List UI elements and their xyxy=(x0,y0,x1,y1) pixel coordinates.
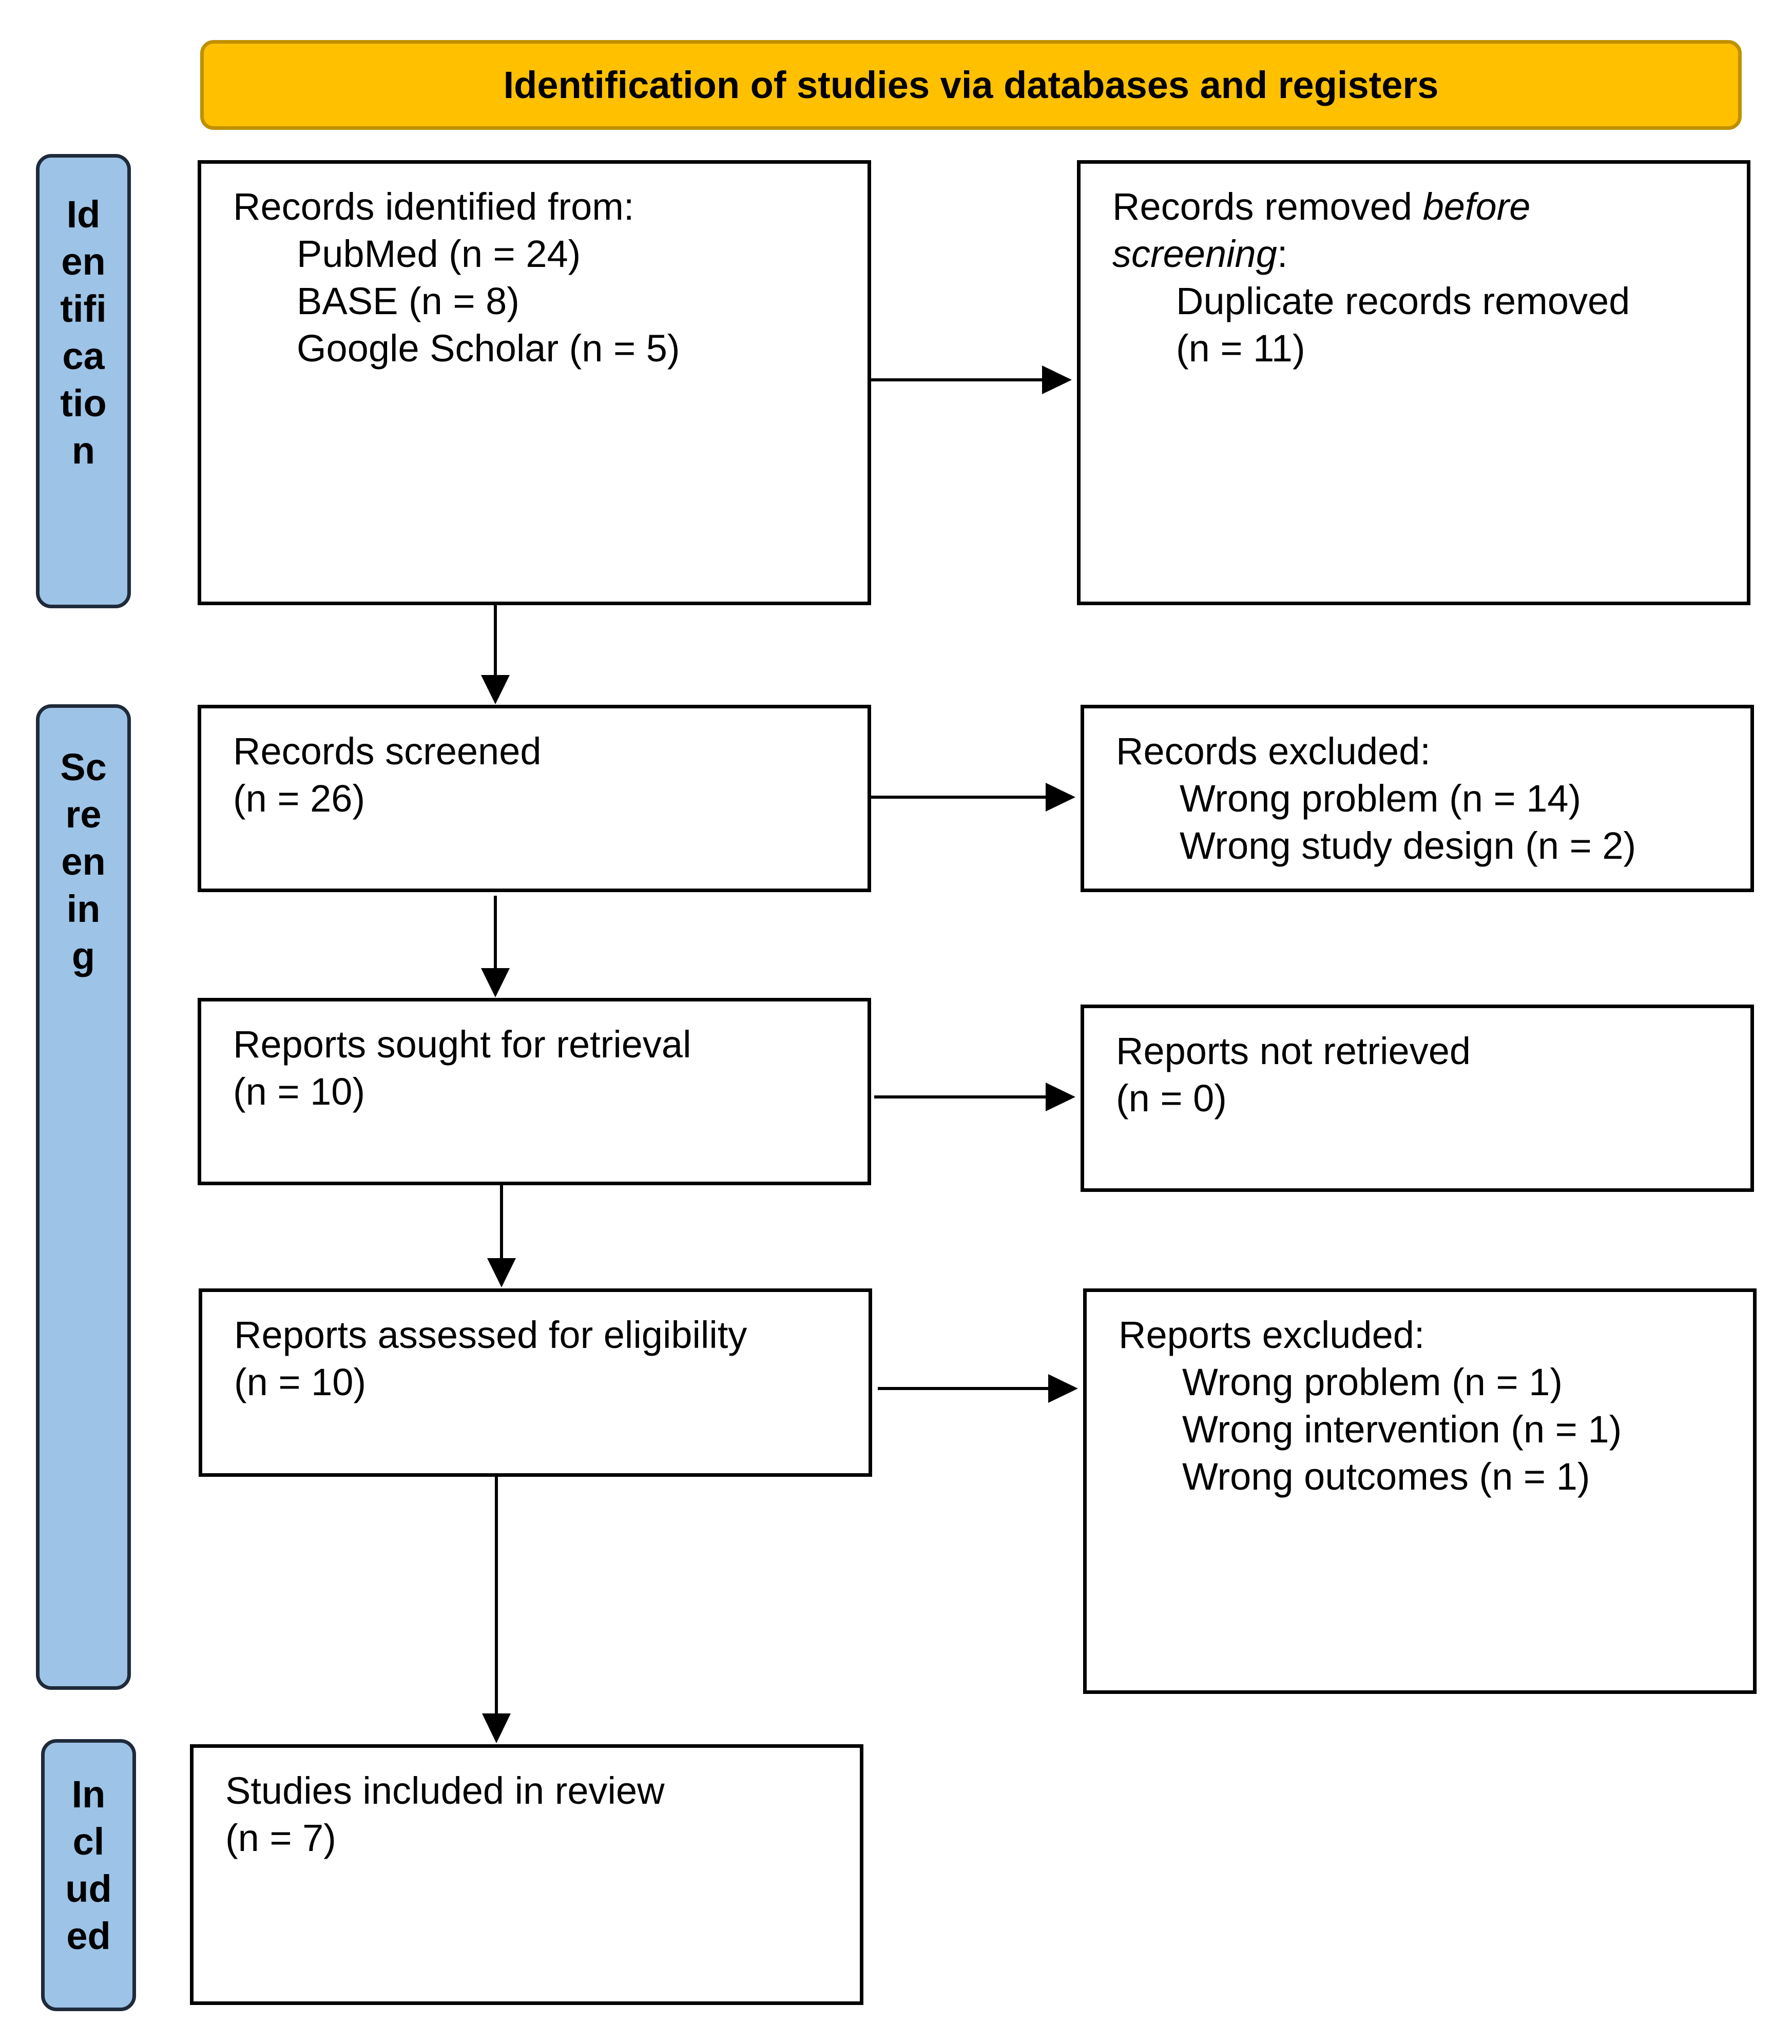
reports-excluded-wrong-outcomes: Wrong outcomes (n = 1) xyxy=(1182,1455,1590,1498)
records-removed-heading-2: screening: xyxy=(1112,230,1747,278)
header-title: Identification of studies via databases … xyxy=(503,64,1439,106)
records-removed-italic-before: before xyxy=(1422,185,1531,228)
phase-identification-part: en xyxy=(61,240,106,283)
phase-identification-part: Id xyxy=(66,193,101,236)
phase-screening-part: Sc xyxy=(60,746,107,788)
reports-sought-box: Reports sought for retrieval (n = 10) xyxy=(198,998,871,1185)
arrow-to-reports-sought xyxy=(481,896,510,997)
phase-identification-part: tifi xyxy=(60,287,107,330)
records-excluded-wrong-design: Wrong study design (n = 2) xyxy=(1180,824,1636,867)
phase-identification-part: tio xyxy=(60,382,107,425)
source-base: BASE (n = 8) xyxy=(297,280,519,322)
records-excluded-box: Records excluded: Wrong problem (n = 14)… xyxy=(1081,705,1754,892)
phase-screening: Sc re en in g xyxy=(36,704,131,1690)
header-banner: Identification of studies via databases … xyxy=(200,40,1742,130)
studies-included-label: Studies included in review xyxy=(225,1769,665,1812)
records-identified-heading: Records identified from: xyxy=(233,185,634,228)
reports-assessed-box: Reports assessed for eligibility (n = 10… xyxy=(199,1288,872,1477)
arrow-to-records-removed xyxy=(871,365,1072,394)
reports-excluded-wrong-intervention: Wrong intervention (n = 1) xyxy=(1182,1408,1622,1451)
arrow-to-reports-not-retrieved xyxy=(874,1083,1075,1111)
phase-included-part: cl xyxy=(72,1820,105,1863)
arrow-to-records-screened xyxy=(481,605,510,704)
phase-screening-part: re xyxy=(65,793,102,836)
reports-not-retrieved-label: Reports not retrieved xyxy=(1116,1030,1471,1072)
reports-not-retrieved-count: (n = 0) xyxy=(1116,1077,1227,1120)
records-removed-heading: Records removed before xyxy=(1112,183,1747,230)
records-removed-prefix: Records removed xyxy=(1112,185,1423,228)
records-removed-suffix: : xyxy=(1277,233,1288,275)
records-excluded-wrong-problem: Wrong problem (n = 14) xyxy=(1180,777,1582,820)
reports-excluded-heading: Reports excluded: xyxy=(1119,1314,1425,1356)
reports-assessed-count: (n = 10) xyxy=(234,1361,367,1403)
reports-assessed-label: Reports assessed for eligibility xyxy=(234,1314,747,1356)
phase-included-part: ed xyxy=(66,1915,111,1957)
phase-screening-part: in xyxy=(66,888,101,930)
duplicate-records-label: Duplicate records removed xyxy=(1176,280,1630,322)
records-screened-box: Records screened (n = 26) xyxy=(198,705,871,892)
arrow-to-reports-excluded xyxy=(878,1374,1078,1403)
arrow-to-studies-included xyxy=(482,1477,511,1743)
reports-excluded-wrong-problem: Wrong problem (n = 1) xyxy=(1182,1361,1563,1403)
records-identified-box: Records identified from: PubMed (n = 24)… xyxy=(198,160,871,605)
records-screened-count: (n = 26) xyxy=(233,777,365,820)
studies-included-count: (n = 7) xyxy=(225,1817,336,1859)
reports-excluded-box: Reports excluded: Wrong problem (n = 1) … xyxy=(1083,1288,1757,1694)
duplicate-records-count: (n = 11) xyxy=(1176,327,1305,370)
phase-included-part: ud xyxy=(65,1867,112,1910)
studies-included-box: Studies included in review (n = 7) xyxy=(190,1744,863,2005)
records-excluded-heading: Records excluded: xyxy=(1116,730,1431,773)
records-removed-box: Records removed before screening: Duplic… xyxy=(1077,160,1750,605)
phase-identification-part: n xyxy=(71,429,95,472)
records-screened-label: Records screened xyxy=(233,730,542,773)
phase-included-part: In xyxy=(71,1773,106,1816)
phase-included: In cl ud ed xyxy=(41,1739,136,2011)
source-google-scholar: Google Scholar (n = 5) xyxy=(297,327,680,370)
arrow-to-reports-assessed xyxy=(487,1185,516,1287)
phase-identification: Id en tifi ca tio n xyxy=(36,154,131,608)
phase-identification-part: ca xyxy=(62,335,105,377)
records-removed-italic-screening: screening xyxy=(1112,233,1277,275)
phase-screening-part: g xyxy=(71,935,95,977)
source-pubmed: PubMed (n = 24) xyxy=(297,233,581,275)
arrow-to-records-excluded xyxy=(871,783,1075,812)
reports-not-retrieved-box: Reports not retrieved (n = 0) xyxy=(1081,1005,1754,1192)
phase-screening-part: en xyxy=(61,840,106,883)
reports-sought-label: Reports sought for retrieval xyxy=(233,1023,691,1066)
reports-sought-count: (n = 10) xyxy=(233,1070,365,1113)
